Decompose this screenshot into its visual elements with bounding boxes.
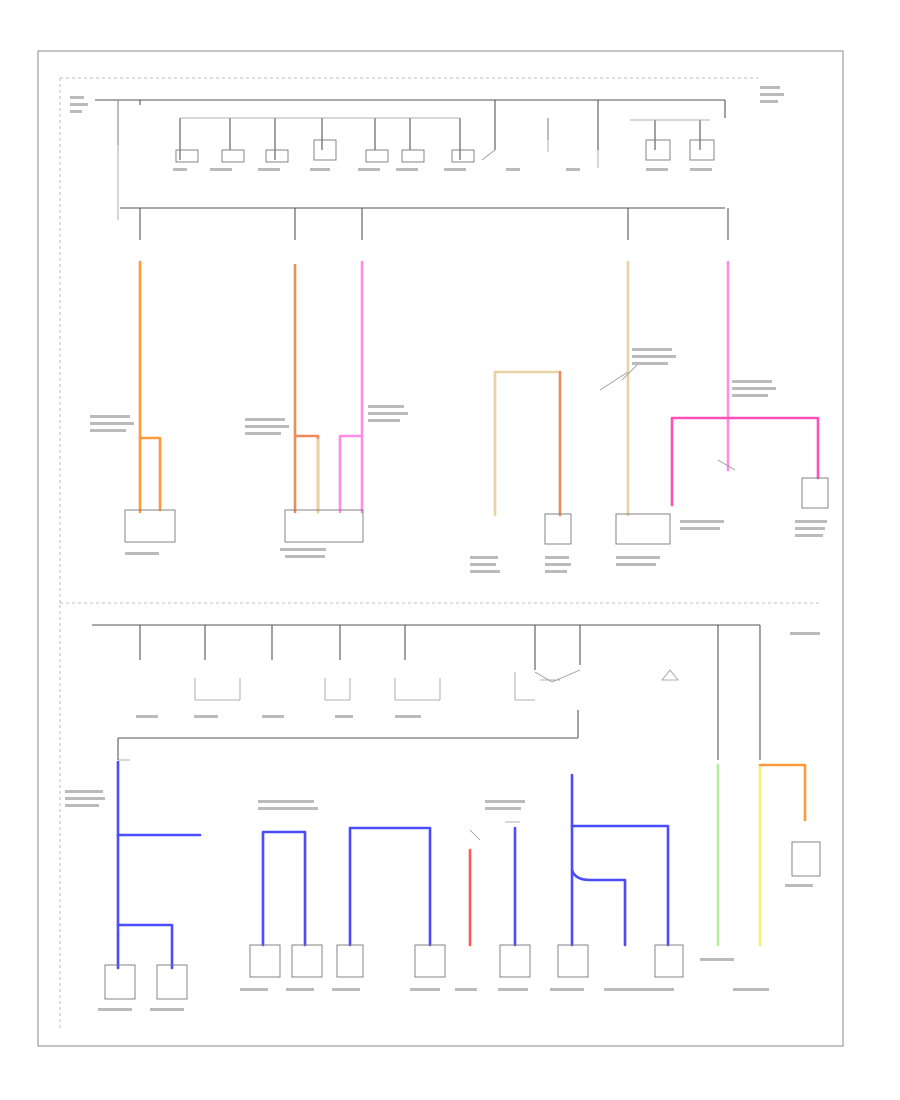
wire-magenta-right <box>670 416 820 507</box>
label-placeholders <box>65 86 827 1011</box>
wire-blue-left-bottom <box>116 923 174 970</box>
outer-frame <box>37 50 844 1047</box>
wire-orange-right <box>138 436 162 512</box>
wire-blue-right-curve <box>570 868 627 947</box>
wire-blue-mid2 <box>348 826 432 947</box>
wire-orange-far-right <box>758 763 807 822</box>
wire-blue-right-branch <box>570 824 670 947</box>
wire-pink-branch <box>338 434 364 514</box>
wire-salmon-branch <box>293 434 320 514</box>
wire-blue-mid1 <box>261 830 307 947</box>
bottom-fuse-section <box>59 605 821 1030</box>
top-fuse-section <box>59 77 829 605</box>
